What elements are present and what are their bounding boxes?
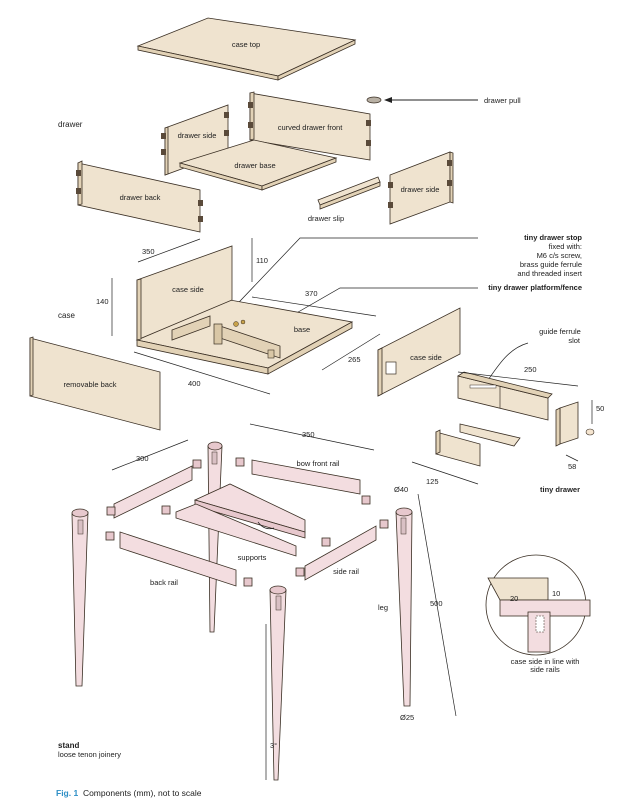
slot-label: slot [568,336,581,345]
stand-label: stand [58,741,79,750]
dim-diameter-25: Ø25 [400,713,414,722]
drawer-pull: drawer pull [366,96,521,105]
drawer-slip-label: drawer slip [308,214,344,223]
stop-fixed-line-2: M6 c/s screw, [537,251,582,260]
curved-drawer-front: curved drawer front [248,91,371,161]
figure-number: Fig. 1 [56,788,79,798]
dim-250: 250 [524,365,537,374]
drawer-section-label: drawer [58,120,83,129]
case-top-label: case top [232,40,260,49]
curved-drawer-front-label: curved drawer front [278,123,344,132]
dim-50: 50 [596,404,604,413]
dim-350-rail: 350 [302,430,315,439]
bow-front-rail-label: bow front rail [297,459,340,468]
dim-140: 140 [96,297,109,306]
tiny-drawer: guide ferrule slot 250 50 58 125 tiny dr… [411,327,604,494]
base-label: base [294,325,310,334]
dim-370: 370 [305,289,318,298]
figure-caption: Fig. 1 Components (mm), not to scale [56,788,202,798]
removable-back-label: removable back [64,380,117,389]
drawer-base-label: drawer base [234,161,275,170]
dim-diameter-40: Ø40 [394,485,408,494]
drawer-back-label: drawer back [120,193,161,202]
dim-265: 265 [348,355,361,364]
detail-line-2: side rails [530,665,560,674]
drawer-side-right: drawer side [388,151,454,225]
case-section-label: case [58,311,75,320]
guide-ferrule-label: guide ferrule [539,327,581,336]
drawer-slip: drawer slip [308,176,381,223]
case-assembly: case side base [135,245,354,375]
stop-fixed-line-3: brass guide ferrule [520,260,582,269]
rails [105,457,389,587]
removable-back: removable back [29,336,161,431]
leg-label: leg [378,603,388,612]
dim-58: 58 [568,462,576,471]
case-dimensions: 350 110 370 140 265 400 [96,238,381,395]
side-rail-label: side rail [333,567,359,576]
figure-caption-text: Components (mm), not to scale [82,788,202,798]
stand-annotations: 300 350 bow front rail supports back rai… [111,423,457,780]
dim-20: 20 [510,594,518,603]
dim-300: 300 [136,454,149,463]
drawer-pull-label: drawer pull [484,96,521,105]
back-rail-label: back rail [150,578,178,587]
stand-sub-label: loose tenon joinery [58,750,121,759]
tiny-drawer-label: tiny drawer [540,485,580,494]
case-side-right: case side [377,307,461,397]
tiny-drawer-stop-label: tiny drawer stop [524,233,582,242]
joint-detail: 10 20 case side in line with side rails [485,554,591,674]
case-side-left-label: case side [172,285,204,294]
dim-125: 125 [426,477,439,486]
dim-3-degrees: 3° [270,741,277,750]
stop-fixed-line-1: fixed with: [549,242,582,251]
stop-fixed-line-4: and threaded insert [517,269,583,278]
case-top: case top [136,17,357,81]
drawer-side-left-label: drawer side [178,131,217,140]
case-side-right-label: case side [410,353,442,362]
detail-line-1: case side in line with [511,657,580,666]
dim-10: 10 [552,589,560,598]
drawer-base: drawer base [178,139,338,191]
dim-110: 110 [256,256,268,265]
drawer-side-right-label: drawer side [401,185,440,194]
dim-350-case: 350 [142,247,155,256]
supports-label: supports [238,553,267,562]
dim-400: 400 [188,379,201,388]
platform-label: tiny drawer platform/fence [488,283,582,292]
dim-500: 500 [430,599,443,608]
drawer-back: drawer back [76,160,203,233]
